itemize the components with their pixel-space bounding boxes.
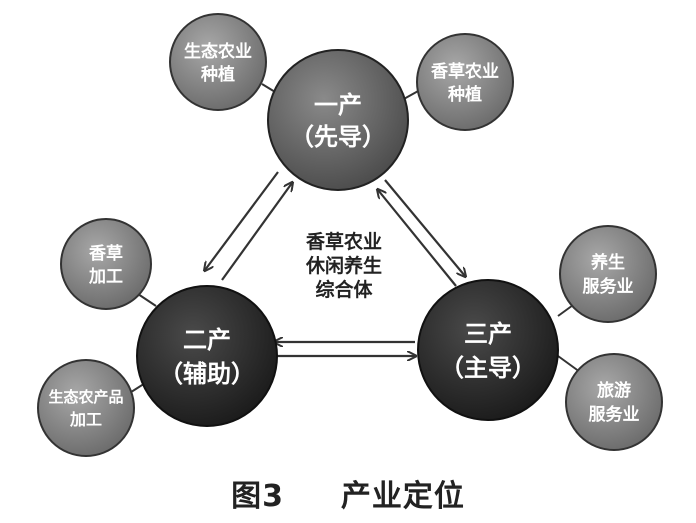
arrows — [205, 171, 465, 356]
satellite-herb-processing-line2: 加工 — [88, 267, 123, 287]
satellite-herb-processing-line1: 香草 — [89, 244, 123, 264]
satellite-eco-product-processing: 生态农产品 加工 — [37, 359, 135, 457]
primary-line1: 一产 — [314, 91, 362, 119]
satellite-eco-product-line1: 生态农产品 — [48, 388, 123, 406]
secondary-line2: （辅助） — [159, 360, 255, 388]
figure-title: 产业定位 — [340, 479, 465, 514]
arrow-tertiary-to-primary — [378, 190, 457, 287]
satellite-herb-farming-line1: 香草农业 — [431, 61, 499, 82]
tertiary-line1: 三产 — [464, 320, 512, 348]
satellite-eco-farming-line1: 生态农业 — [184, 41, 252, 62]
secondary-industry-node: 二产 （辅助） — [136, 285, 278, 427]
primary-line2: （先导） — [290, 123, 386, 151]
satellite-wellness-line1: 养生 — [590, 252, 625, 273]
satellite-eco-product-line2: 加工 — [69, 410, 102, 429]
figure-number: 图3 — [231, 479, 284, 514]
satellite-herb-farming: 香草农业 种植 — [416, 33, 514, 131]
satellite-tourism-line2: 服务业 — [589, 404, 640, 425]
primary-industry-node: 一产 （先导） — [267, 49, 409, 191]
satellite-herb-farming-line2: 种植 — [447, 84, 482, 105]
secondary-line1: 二产 — [183, 326, 231, 354]
satellite-herb-processing: 香草 加工 — [60, 218, 152, 310]
satellite-wellness-service: 养生 服务业 — [559, 225, 657, 323]
tertiary-industry-node: 三产 （主导） — [417, 279, 559, 421]
satellite-tourism-line1: 旅游 — [597, 380, 631, 401]
center-line2: 休闲养生 — [305, 254, 382, 277]
center-label: 香草农业 休闲养生 综合体 — [305, 230, 382, 301]
satellite-eco-farming: 生态农业 种植 — [169, 13, 267, 111]
satellite-eco-farming-line2: 种植 — [200, 64, 235, 85]
arrow-primary-to-secondary — [205, 171, 279, 270]
figure-caption: 图3 产业定位 — [0, 471, 696, 515]
satellite-tourism-service: 旅游 服务业 — [565, 353, 663, 451]
center-line3: 综合体 — [315, 278, 373, 301]
arrow-secondary-to-primary — [221, 183, 292, 281]
tertiary-line2: （主导） — [440, 354, 536, 382]
center-line1: 香草农业 — [305, 230, 382, 253]
connector-tourism — [557, 355, 581, 373]
arrow-primary-to-tertiary — [384, 179, 465, 276]
satellite-wellness-line2: 服务业 — [583, 276, 634, 297]
